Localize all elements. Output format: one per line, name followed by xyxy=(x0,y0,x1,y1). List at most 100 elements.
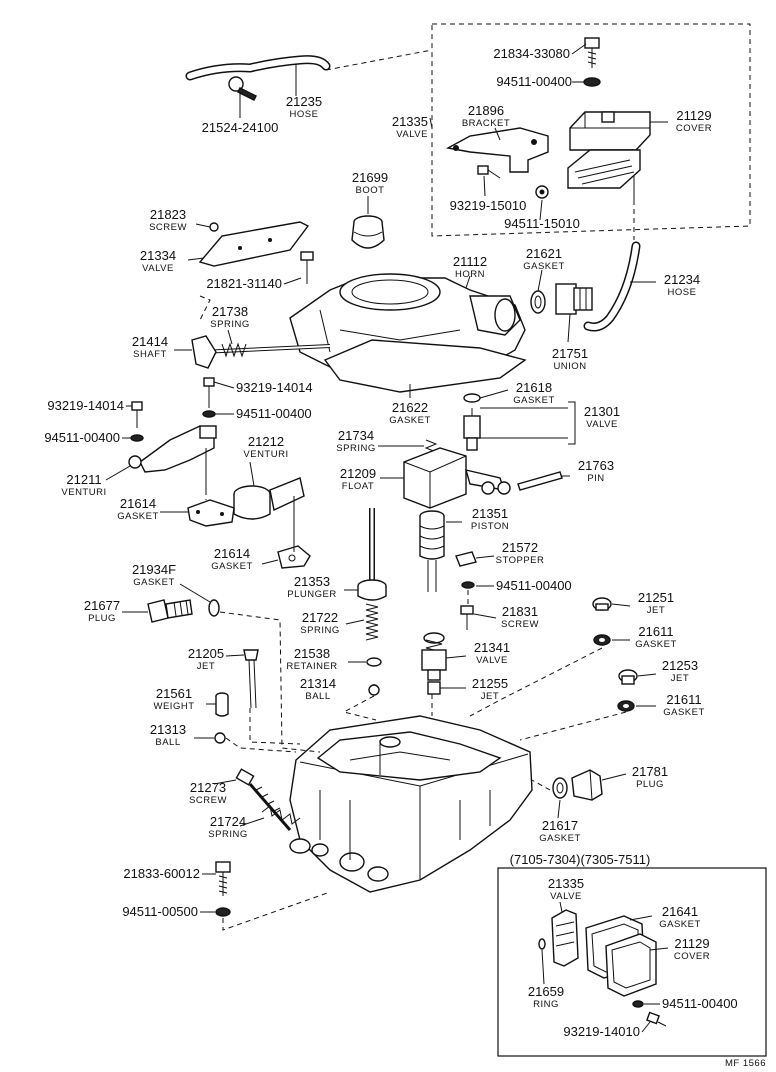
label-21614-num-b: 21614 xyxy=(214,546,250,561)
part-94511-washer-left xyxy=(130,434,144,442)
part-21821-screw xyxy=(300,251,314,284)
callout-labels: 21834-33080 94511-00400 21335 VALVE 2189… xyxy=(44,46,712,919)
label-21273-name: SCREW xyxy=(189,795,227,806)
label-21212-num: 21212 xyxy=(248,434,284,449)
label-94511-00400-e: 94511-00400 xyxy=(496,578,572,593)
part-21618-gasket xyxy=(463,393,481,403)
label-21763-num: 21763 xyxy=(578,458,614,473)
part-21524-fitting xyxy=(228,76,257,101)
label-94511-00500: 94511-00500 xyxy=(122,904,198,919)
label-21781-num: 21781 xyxy=(632,764,668,779)
part-93219-screw-inset xyxy=(646,1011,667,1027)
upper-group-dashed-box xyxy=(431,23,751,237)
label-21255-num: 21255 xyxy=(472,676,508,691)
label-21611-num-b: 21611 xyxy=(666,692,701,707)
part-21781-plug xyxy=(571,769,603,801)
label-21313-num: 21313 xyxy=(150,722,186,737)
label-21724-name: SPRING xyxy=(208,829,247,840)
inset-labels: (7105-7304)(7305-7511) 21335 VALVE 21641… xyxy=(510,852,766,1069)
label-21617-name: GASKET xyxy=(539,833,581,844)
label-21821-31140: 21821-31140 xyxy=(206,276,282,291)
label-21341-name: VALVE xyxy=(476,655,508,666)
part-21934-gasket xyxy=(208,599,220,617)
label-21524-24100: 21524-24100 xyxy=(202,120,279,135)
label-21896-num: 21896 xyxy=(468,103,504,118)
label-21334-name: VALVE xyxy=(142,263,174,274)
label-21313-name: BALL xyxy=(155,737,180,748)
part-21301-valve xyxy=(463,408,481,451)
part-21335-valve-inset xyxy=(551,909,579,967)
part-21253-jet xyxy=(618,669,638,685)
label-21738-name: SPRING xyxy=(210,319,249,330)
label-21129-name-a: COVER xyxy=(676,123,712,134)
label-21112-num: 21112 xyxy=(453,254,487,269)
label-21734-name: SPRING xyxy=(336,443,375,454)
label-21341-num: 21341 xyxy=(474,640,510,655)
assembly-dashed-lines xyxy=(199,295,627,931)
part-21353-plunger xyxy=(357,508,387,601)
label-21129-name-b: COVER xyxy=(674,951,710,962)
label-21659-name: RING xyxy=(533,999,559,1010)
label-21211-name: VENTURI xyxy=(61,487,106,498)
part-21351-piston xyxy=(419,510,445,592)
part-21205-jet xyxy=(243,649,259,709)
label-93219-14014-b: 93219-14014 xyxy=(47,398,124,413)
label-21234-num: 21234 xyxy=(664,272,700,287)
label-21751-num: 21751 xyxy=(552,346,588,361)
label-21611-num-a: 21611 xyxy=(638,624,673,639)
label-21205-num: 21205 xyxy=(188,646,224,661)
label-21614-name-a: GASKET xyxy=(117,511,159,522)
part-21622-gasket xyxy=(323,339,527,393)
label-21351-name: PISTON xyxy=(471,521,509,532)
label-21699-name: BOOT xyxy=(356,185,385,196)
label-21699-num: 21699 xyxy=(352,170,388,185)
part-21209-float xyxy=(403,447,511,509)
label-21763-name: PIN xyxy=(587,473,604,484)
part-94511-washer-mid xyxy=(202,410,216,418)
label-94511-00400-c: 94511-00400 xyxy=(44,430,120,445)
label-21641-name: GASKET xyxy=(659,919,701,930)
part-94511-washer xyxy=(583,77,601,87)
part-21699-boot xyxy=(351,215,385,249)
label-21614-num-a: 21614 xyxy=(120,496,156,511)
label-21621-name: GASKET xyxy=(523,261,565,272)
label-21614-name-b: GASKET xyxy=(211,561,253,572)
label-21823-name: SCREW xyxy=(149,222,187,233)
label-21251-num: 21251 xyxy=(638,590,674,605)
part-21751-union xyxy=(555,283,593,315)
label-21235-name: HOSE xyxy=(290,109,319,120)
label-21351-num: 21351 xyxy=(472,506,508,521)
part-21314-ball xyxy=(368,684,380,696)
label-21677-name: PLUG xyxy=(88,613,116,624)
label-93219-15010: 93219-15010 xyxy=(450,198,527,213)
label-21641-num: 21641 xyxy=(662,904,698,919)
label-21314-num: 21314 xyxy=(300,676,336,691)
part-21763-pin xyxy=(517,471,563,491)
label-21353-name: PLUNGER xyxy=(287,589,336,600)
inset-serial-range: (7105-7304)(7305-7511) xyxy=(510,852,651,867)
part-21212-venturi xyxy=(233,477,305,548)
label-94511-15010: 94511-15010 xyxy=(504,216,580,231)
part-21255-jet xyxy=(427,681,441,695)
label-21273-num: 21273 xyxy=(190,780,226,795)
part-21738-spring xyxy=(221,342,247,358)
label-21335-name-a: VALVE xyxy=(396,129,428,140)
leader-lines xyxy=(105,43,669,1033)
label-94511-00400-b: 94511-00400 xyxy=(236,406,312,421)
part-93219-screw-upper xyxy=(477,165,501,179)
part-21538-retainer xyxy=(366,657,382,667)
label-21253-num: 21253 xyxy=(662,658,698,673)
label-21734-num: 21734 xyxy=(338,428,374,443)
label-21611-name-b: GASKET xyxy=(663,707,705,718)
part-21341-valve xyxy=(421,632,447,681)
label-21618-num: 21618 xyxy=(516,380,552,395)
label-21235-num: 21235 xyxy=(286,94,322,109)
footer-code: MF 1566 xyxy=(725,1058,766,1069)
label-21618-name: GASKET xyxy=(513,395,555,406)
part-21896-bracket xyxy=(445,127,549,173)
part-93219-screw-left xyxy=(131,401,143,428)
label-21611-name-a: GASKET xyxy=(635,639,677,650)
part-21834-screw xyxy=(584,37,600,68)
label-21335-name-b: VALVE xyxy=(550,891,582,902)
part-94511-washer-g xyxy=(632,1000,644,1008)
